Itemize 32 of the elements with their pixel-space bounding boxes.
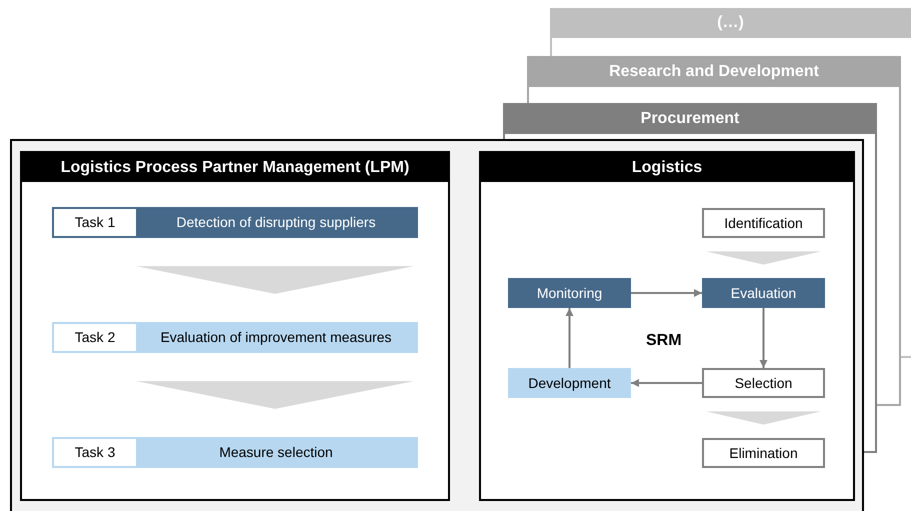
task-number: Task 2 (54, 324, 136, 351)
task-description: Measure selection (218, 443, 334, 462)
frame-background (10, 139, 864, 511)
process-box: Identification (702, 208, 825, 238)
page-header: (…) (550, 8, 911, 38)
task-number: Task 3 (54, 439, 136, 466)
task-row (52, 437, 418, 468)
task-description: Detection of disrupting suppliers (175, 213, 377, 232)
process-box: Monitoring (508, 278, 631, 308)
chevron-arrow (706, 251, 821, 265)
task-description: Evaluation of improvement measures (159, 328, 393, 347)
task-row (52, 207, 418, 238)
process-box: Selection (702, 368, 825, 398)
cycle-label: SRM (646, 331, 682, 351)
panel-card (20, 151, 450, 501)
process-box: Elimination (702, 438, 825, 468)
chevron-arrow (706, 411, 821, 425)
arrow (631, 379, 702, 387)
page-header: Research and Development (527, 56, 901, 87)
process-box: Evaluation (702, 278, 825, 308)
page-header: Procurement (503, 103, 877, 134)
arrow (760, 308, 768, 368)
process-box: Development (508, 368, 631, 398)
panel-header: Logistics (481, 153, 853, 182)
arrow (631, 289, 702, 297)
panel-card (479, 151, 855, 501)
panel-header: Logistics Process Partner Management (LPM) (22, 153, 448, 182)
chevron-arrow (136, 266, 414, 294)
arrow (566, 308, 574, 368)
task-row (52, 322, 418, 353)
task-number: Task 1 (54, 209, 136, 236)
chevron-arrow (136, 381, 414, 409)
